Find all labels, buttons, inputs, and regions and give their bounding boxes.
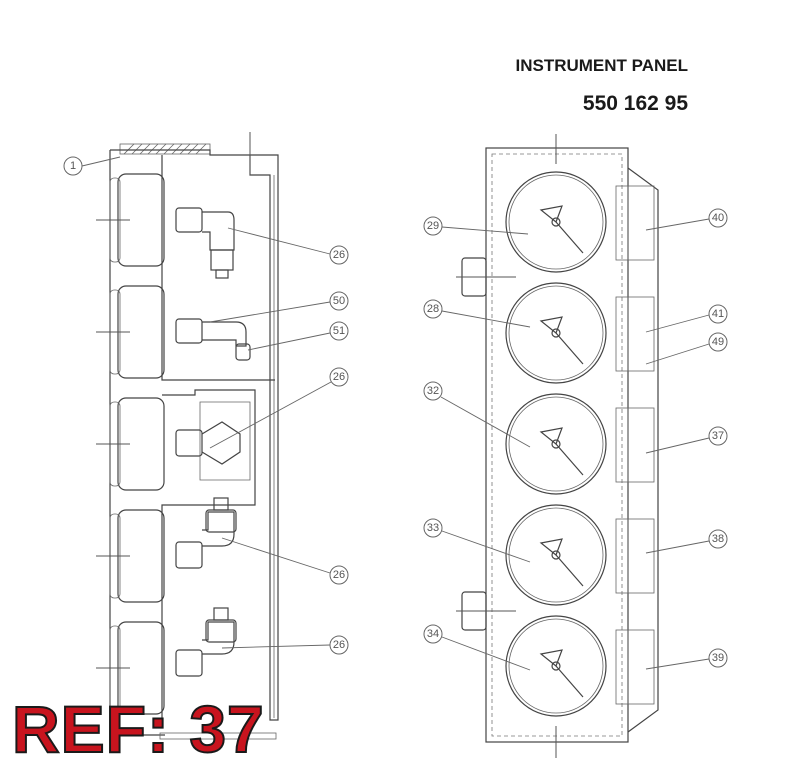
svg-text:33: 33 (427, 522, 439, 534)
svg-text:41: 41 (712, 308, 724, 320)
callout-balloon: 39 (708, 648, 728, 668)
svg-text:51: 51 (333, 325, 345, 337)
hex-nut (175, 207, 203, 233)
svg-text:38: 38 (712, 533, 724, 545)
gauge-28 (505, 282, 607, 384)
hatch-lines (123, 143, 207, 155)
svg-text:49: 49 (712, 336, 724, 348)
gauge-34 (505, 615, 607, 717)
callout-balloon: 26 (329, 245, 349, 265)
bracket-frame (199, 401, 251, 481)
gauge-faces (505, 171, 607, 717)
svg-text:28: 28 (427, 303, 439, 315)
callout-balloon: 41 (708, 304, 728, 324)
gauge-32 (505, 393, 607, 495)
valve-body (210, 249, 234, 271)
top-wall-hatch (119, 143, 211, 155)
svg-text:26: 26 (333, 569, 345, 581)
gauge-29 (505, 171, 607, 273)
svg-text:26: 26 (333, 639, 345, 651)
callout-balloon: 28 (423, 299, 443, 319)
callout-balloon: 32 (423, 381, 443, 401)
hinge-brackets (615, 185, 655, 705)
part-number: 550 162 95 (582, 92, 688, 115)
right-callouts: 29 28 32 33 34 40 41 49 37 (423, 208, 728, 671)
svg-text:1: 1 (70, 160, 76, 172)
panel-side-flange (627, 167, 659, 733)
svg-text:34: 34 (427, 628, 439, 640)
callout-balloon: 1 (63, 156, 83, 176)
svg-text:29: 29 (427, 220, 439, 232)
left-callouts: 1 26 50 51 26 26 26 (63, 156, 349, 655)
inner-plate (161, 155, 275, 720)
callout-balloon: 51 (329, 321, 349, 341)
bottom-wall-hatch (159, 732, 277, 740)
callout-balloon: 38 (708, 529, 728, 549)
svg-text:50: 50 (333, 295, 345, 307)
svg-text:26: 26 (333, 371, 345, 383)
callout-balloon: 26 (329, 565, 349, 585)
gauge-33 (505, 504, 607, 606)
panel-inner-frame (491, 153, 623, 737)
callout-balloon: 26 (329, 367, 349, 387)
callout-balloon: 34 (423, 624, 443, 644)
callout-balloon: 40 (708, 208, 728, 228)
callout-balloon: 33 (423, 518, 443, 538)
reference-label: REF: 37 (11, 692, 265, 766)
callout-balloon: 26 (329, 635, 349, 655)
fittings (175, 207, 251, 677)
callout-balloon: 50 (329, 291, 349, 311)
callout-balloon: 37 (708, 426, 728, 446)
svg-text:37: 37 (712, 430, 724, 442)
callout-balloon: 29 (423, 216, 443, 236)
left-side-view (109, 132, 279, 740)
drawing-title: INSTRUMENT PANEL (515, 56, 688, 75)
svg-text:40: 40 (712, 212, 724, 224)
gauge-profiles (96, 173, 165, 715)
svg-text:26: 26 (333, 249, 345, 261)
svg-text:39: 39 (712, 652, 724, 664)
svg-text:32: 32 (427, 385, 439, 397)
callout-balloon: 49 (708, 332, 728, 352)
